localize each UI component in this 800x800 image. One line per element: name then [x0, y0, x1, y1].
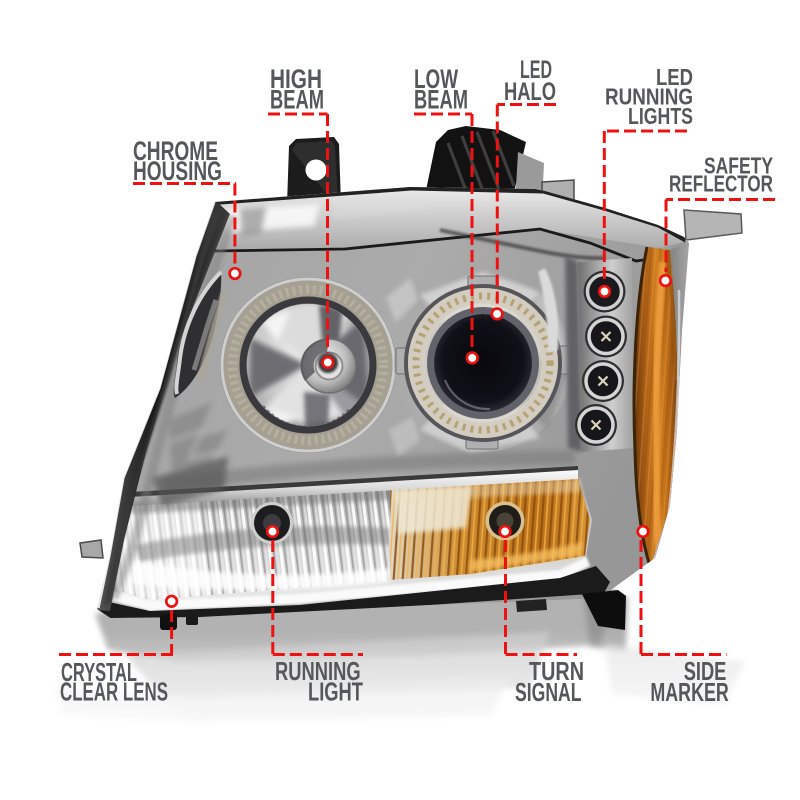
svg-text:CRYSTAL: CRYSTAL	[61, 657, 137, 687]
svg-text:LIGHT: LIGHT	[308, 677, 363, 707]
svg-text:TURN: TURN	[529, 656, 584, 686]
svg-text:LED: LED	[656, 64, 693, 90]
svg-text:HALO: HALO	[504, 78, 556, 106]
svg-text:SAFETY: SAFETY	[704, 153, 773, 179]
svg-text:SIDE: SIDE	[684, 656, 727, 686]
svg-text:HIGH: HIGH	[270, 64, 322, 94]
svg-text:HOUSING: HOUSING	[133, 156, 222, 186]
svg-text:LED: LED	[520, 56, 552, 84]
svg-text:LOW: LOW	[414, 64, 458, 94]
svg-text:CLEAR LENS: CLEAR LENS	[60, 677, 168, 707]
svg-text:CHROME: CHROME	[133, 136, 218, 166]
svg-text:LIGHTS: LIGHTS	[628, 103, 693, 129]
svg-text:MARKER: MARKER	[650, 677, 729, 707]
svg-text:BEAM: BEAM	[270, 85, 324, 115]
svg-text:RUNNING: RUNNING	[275, 656, 361, 686]
svg-text:BEAM: BEAM	[414, 85, 468, 115]
svg-text:SIGNAL: SIGNAL	[515, 677, 582, 707]
svg-text:RUNNING: RUNNING	[605, 84, 693, 110]
svg-text:REFLECTOR: REFLECTOR	[669, 171, 773, 197]
